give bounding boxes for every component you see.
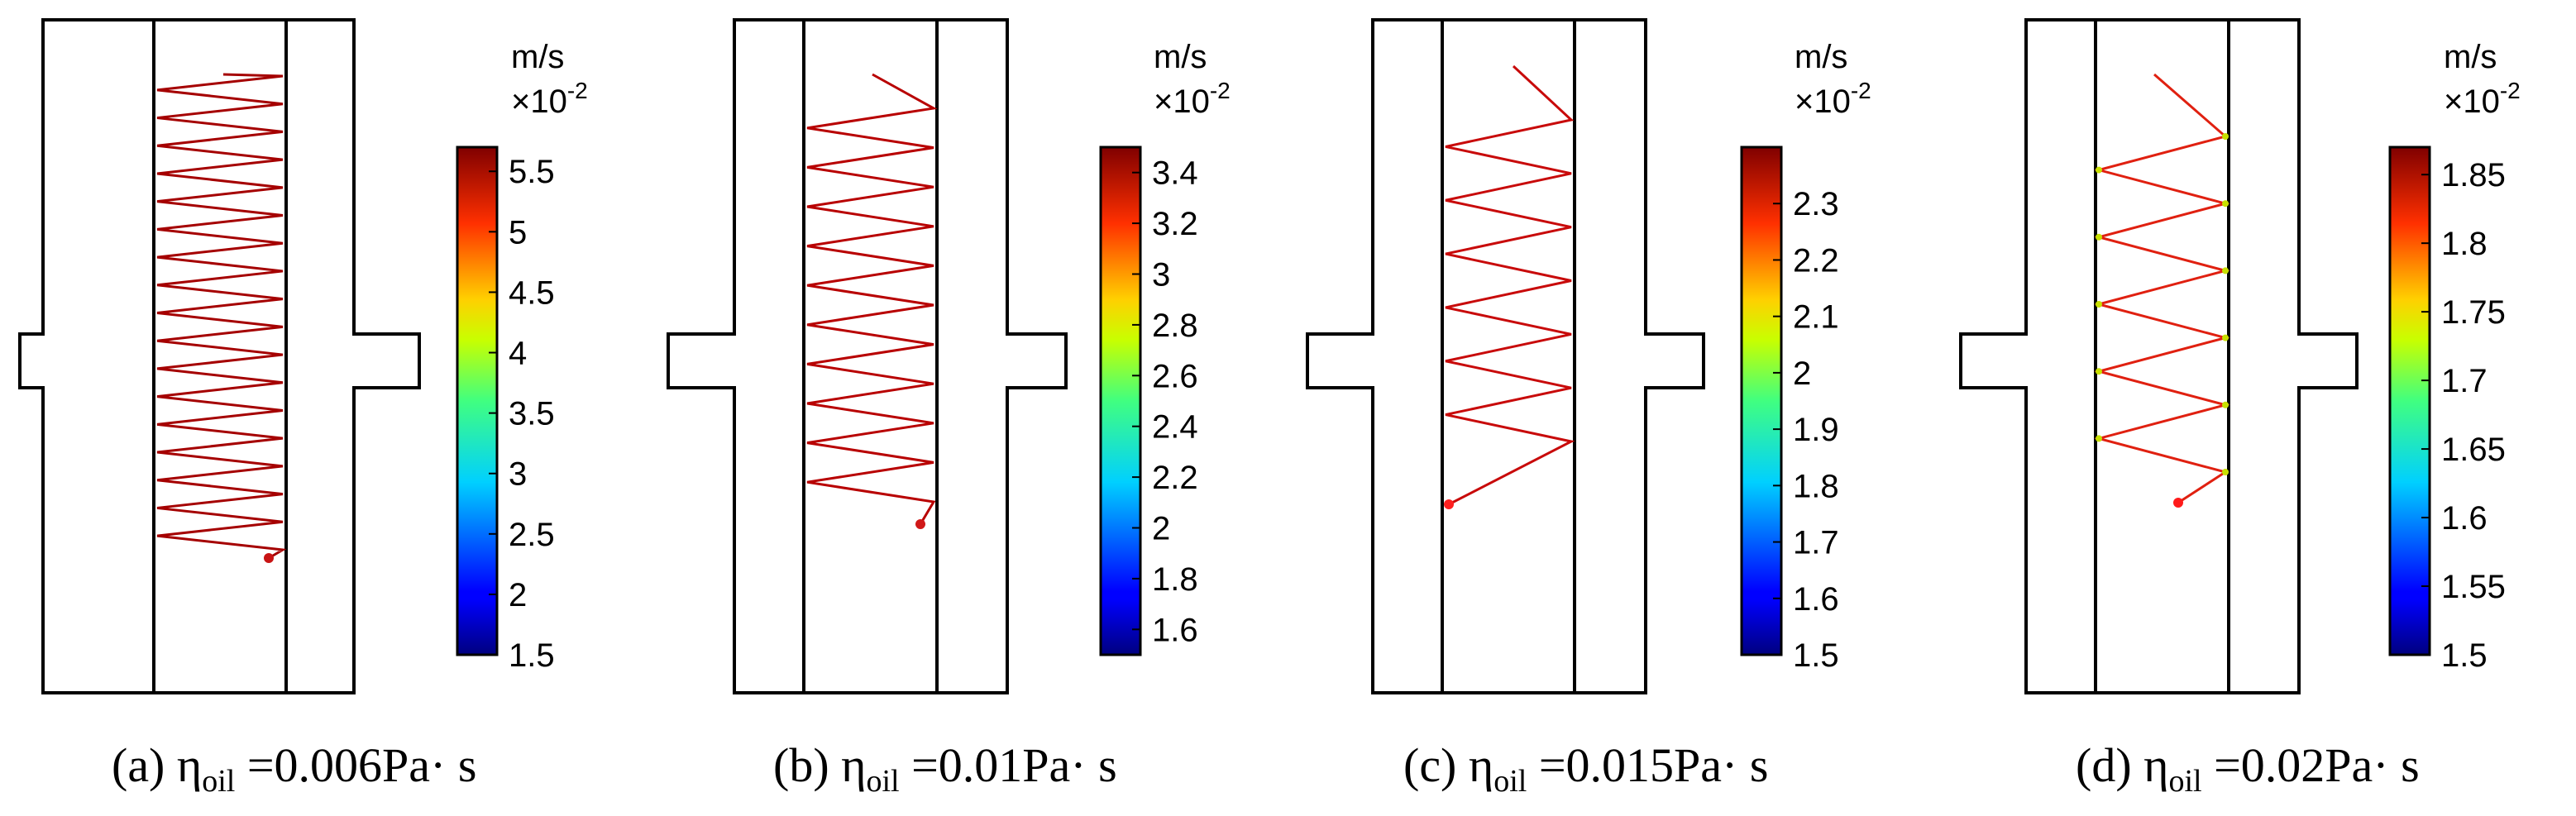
panel-caption: (b) ηoil =0.01Pa· s: [773, 738, 1117, 799]
colorbar-tick-label: 2.3: [1793, 186, 1839, 222]
colorbar-tick-label: 4.5: [509, 274, 555, 311]
colorbar-tick-label: 1.9: [1793, 412, 1839, 448]
channel-outline: [18, 18, 421, 694]
panel-caption: (a) ηoil =0.006Pa· s: [112, 738, 476, 799]
channel-outline: [667, 18, 1068, 694]
colorbar-tick-label: 2: [509, 577, 527, 613]
colorbar-multiplier: ×10-2: [511, 78, 588, 120]
colorbar-tick-label: 1.6: [2441, 500, 2488, 537]
colorbar-ticks: 5.5 5 4.5 4 3.5 3 2.5 2 1.5: [489, 154, 555, 674]
colorbar: [1740, 146, 1783, 656]
trajectory-peak-marker: [2096, 166, 2102, 174]
droplet-trajectory: [2094, 73, 2230, 504]
trajectory-peak-marker: [2096, 233, 2102, 241]
colorbar-multiplier: ×10-2: [1795, 78, 1871, 120]
trajectory-peak-marker: [2222, 334, 2229, 341]
colorbar-unit: m/s: [511, 39, 564, 75]
colorbar-tick-label: 1.85: [2441, 157, 2506, 193]
droplet-trajectory: [156, 73, 287, 560]
colorbar-tick-label: 5.5: [509, 154, 555, 190]
colorbar-tick-label: 2.1: [1793, 299, 1839, 336]
colorbar-tick-label: 1.75: [2441, 294, 2506, 331]
colorbar-tick-label: 1.5: [2441, 637, 2488, 674]
colorbar-tick-label: 2.5: [509, 517, 555, 553]
colorbar-multiplier: ×10-2: [2444, 78, 2521, 120]
colorbar-tick-label: 5: [509, 214, 527, 251]
panel-c: m/s ×10-2 2.3 2.2 2.1 2 1.9 1.8 1.7 1.6 1.5 (c) …: [1306, 18, 1871, 799]
colorbar: [2388, 146, 2431, 656]
colorbar-multiplier: ×10-2: [1154, 78, 1231, 120]
colorbar: [1099, 146, 1142, 656]
colorbar-unit: m/s: [1154, 39, 1207, 75]
colorbar-tick-label: 1.8: [1152, 561, 1198, 598]
colorbar-tick-label: 3.2: [1152, 206, 1198, 242]
colorbar-tick-label: 2.2: [1793, 242, 1839, 279]
colorbar-ticks: 3.4 3.2 3 2.8 2.6 2.4 2.2 2 1.8 1.6: [1132, 155, 1198, 648]
panel-b: m/s ×10-2 3.4 3.2 3 2.8 2.6 2.4 2.2 2 1.8 1.6 (b)…: [667, 18, 1231, 799]
colorbar-tick-label: 2.8: [1152, 308, 1198, 344]
colorbar-tick-label: 1.5: [1793, 637, 1839, 674]
colorbar-tick-label: 1.8: [1793, 468, 1839, 504]
droplet-end-marker: [915, 519, 925, 529]
colorbar-tick-label: 2.2: [1152, 460, 1198, 496]
colorbar-tick-label: 2.4: [1152, 409, 1198, 446]
channel-outline: [1959, 18, 2359, 694]
trajectory-peak-marker: [2222, 133, 2229, 140]
colorbar-tick-label: 1.55: [2441, 569, 2506, 605]
droplet-trajectory: [806, 73, 938, 525]
trajectory-peak-markers: [2096, 133, 2229, 475]
colorbar-tick-label: 3.5: [509, 396, 555, 432]
colorbar-tick-label: 2: [1152, 511, 1170, 547]
droplet-end-marker: [2173, 498, 2183, 508]
colorbar-tick-label: 2: [1793, 356, 1811, 392]
channel-outline: [1306, 18, 1705, 694]
colorbar-tick-label: 4: [509, 336, 527, 372]
droplet-end-marker: [1444, 499, 1454, 509]
colorbar-tick-label: 3.4: [1152, 155, 1198, 192]
trajectory-peak-marker: [2096, 368, 2102, 375]
colorbar-ticks: 1.85 1.8 1.75 1.7 1.65 1.6 1.55 1.5: [2421, 157, 2506, 674]
colorbar-unit: m/s: [2444, 39, 2497, 75]
droplet-end-marker: [264, 553, 274, 563]
droplet-trajectory: [1445, 64, 1575, 506]
colorbar-ticks: 2.3 2.2 2.1 2 1.9 1.8 1.7 1.6 1.5: [1773, 186, 1839, 674]
colorbar-tick-label: 1.6: [1793, 581, 1839, 618]
colorbar-tick-label: 1.8: [2441, 226, 2488, 262]
trajectory-peak-marker: [2096, 435, 2102, 442]
panel-d: m/s ×10-2 1.85 1.8 1.75 1.7 1.65 1.6 1.55 1.5 (…: [1959, 18, 2521, 799]
colorbar-tick-label: 1.6: [1152, 612, 1198, 648]
trajectory-peak-marker: [2222, 200, 2229, 208]
colorbar-unit: m/s: [1795, 39, 1847, 75]
colorbar-tick-label: 1.5: [509, 637, 555, 674]
colorbar-tick-label: 2.6: [1152, 358, 1198, 394]
panel-a: m/s ×10-2 5.5 5 4.5 4 3.5 3 2.5 2 1.5 (a) ηoil =…: [18, 18, 588, 799]
trajectory-peak-marker: [2222, 469, 2229, 475]
colorbar-tick-label: 1.7: [1793, 525, 1839, 561]
trajectory-peak-marker: [2222, 401, 2229, 408]
colorbar-tick-label: 1.7: [2441, 363, 2488, 399]
colorbar-tick-label: 3: [509, 456, 527, 493]
colorbar-tick-label: 3: [1152, 257, 1170, 293]
colorbar-tick-label: 1.65: [2441, 432, 2506, 468]
colorbar: [456, 146, 499, 656]
panel-caption: (c) ηoil =0.015Pa· s: [1403, 738, 1768, 799]
panel-caption: (d) ηoil =0.02Pa· s: [2076, 738, 2420, 799]
trajectory-peak-marker: [2096, 301, 2102, 308]
trajectory-peak-marker: [2222, 267, 2229, 274]
